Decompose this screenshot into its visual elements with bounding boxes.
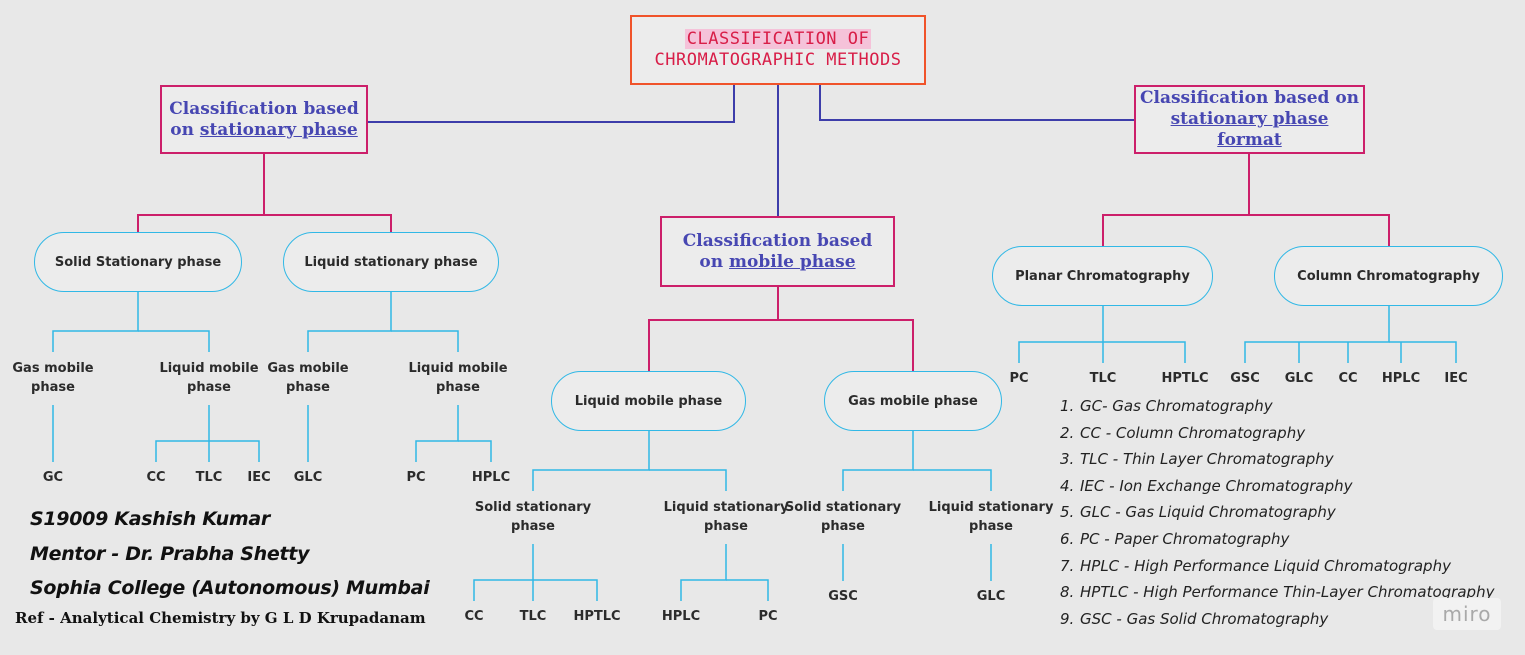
title-line-1: Classification of [684, 29, 872, 49]
pill-liquid-stationary-phase: Liquid stationary phase [283, 232, 499, 292]
leaf-hplc: HPLC [471, 470, 511, 485]
leaf-pc: PC [1009, 371, 1029, 386]
abbreviation-legend: 1.GC- Gas Chromatography 2.CC - Column C… [1060, 394, 1494, 633]
category-prefix-2: on [699, 251, 730, 272]
category-prefix: Classification based [169, 98, 359, 119]
sub-liquid-mobile-phase: Liquid mobile phase [408, 361, 508, 395]
leaf-tlc: TLC [1089, 371, 1117, 386]
sub-gas-mobile-phase: Gas mobile phase [267, 361, 349, 395]
legend-item: 6.PC - Paper Chromatography [1060, 529, 1290, 548]
legend-item: 1.GC- Gas Chromatography [1060, 397, 1273, 415]
sub-gas-mobile-phase: Gas mobile phase [12, 361, 94, 395]
category-prefix-2: on [170, 119, 200, 140]
legend-item: 8.HPTLC - High Performance Thin-Layer Ch… [1060, 583, 1495, 602]
pill-column-chromatography: Column Chromatography [1274, 246, 1503, 306]
leaf-hptlc: HPTLC [573, 609, 621, 624]
category-link[interactable]: stationary phase format [1170, 109, 1329, 150]
category-link[interactable]: stationary phase [199, 119, 358, 140]
sub-liquid-stationary-phase: Liquid stationary phase [928, 500, 1054, 534]
leaf-glc: GLC [293, 470, 323, 485]
diagram-title: Classification of Chromatographic Method… [630, 15, 926, 85]
pill-solid-stationary-phase: Solid Stationary phase [34, 232, 242, 292]
leaf-glc: GLC [976, 589, 1006, 604]
sub-liquid-mobile-phase: Liquid mobile phase [159, 361, 259, 395]
leaf-gsc: GSC [828, 589, 858, 604]
leaf-gsc: GSC [1230, 371, 1260, 386]
leaf-tlc: TLC [195, 470, 223, 485]
leaf-glc: GLC [1284, 371, 1314, 386]
category-link[interactable]: mobile phase [729, 251, 856, 272]
leaf-pc: PC [406, 470, 426, 485]
leaf-cc: CC [1338, 371, 1358, 386]
credit-reference: Ref - Analytical Chemistry by G L D Krup… [15, 609, 426, 627]
leaf-cc: CC [146, 470, 166, 485]
leaf-iec: IEC [1444, 371, 1468, 386]
leaf-hplc: HPLC [1381, 371, 1421, 386]
credit-author: S19009 Kashish Kumar [30, 508, 270, 530]
sub-solid-stationary-phase: Solid stationary phase [784, 500, 902, 534]
leaf-pc: PC [758, 609, 778, 624]
legend-item: 2.CC - Column Chromatography [1060, 423, 1306, 442]
credit-mentor: Mentor - Dr. Prabha Shetty [30, 543, 310, 565]
pill-gas-mobile-phase: Gas mobile phase [824, 371, 1002, 431]
leaf-gc: GC [42, 470, 64, 485]
leaf-cc: CC [464, 609, 484, 624]
sub-solid-stationary-phase: Solid stationary phase [474, 500, 592, 534]
legend-item: 7.HPLC - High Performance Liquid Chromat… [1060, 556, 1451, 575]
leaf-iec: IEC [247, 470, 271, 485]
leaf-hplc: HPLC [661, 609, 701, 624]
legend-item: 5.GLC - Gas Liquid Chromatography [1060, 503, 1336, 522]
leaf-tlc: TLC [519, 609, 547, 624]
credit-college: Sophia College (Autonomous) Mumbai [30, 577, 430, 599]
legend-item: 9.GSC - Gas Solid Chromatography [1060, 609, 1329, 628]
miro-watermark: miro [1433, 598, 1501, 630]
leaf-hptlc: HPTLC [1161, 371, 1209, 386]
category-prefix: Classification based [682, 230, 873, 251]
title-line-2: Chromatographic Methods [654, 50, 902, 70]
sub-liquid-stationary-phase: Liquid stationary phase [663, 500, 789, 534]
legend-item: 4.IEC - Ion Exchange Chromatography [1060, 476, 1353, 495]
category-prefix: Classification based on [1139, 88, 1360, 108]
pill-liquid-mobile-phase: Liquid mobile phase [551, 371, 746, 431]
legend-item: 3.TLC - Thin Layer Chromatography [1060, 450, 1334, 469]
pill-planar-chromatography: Planar Chromatography [992, 246, 1213, 306]
